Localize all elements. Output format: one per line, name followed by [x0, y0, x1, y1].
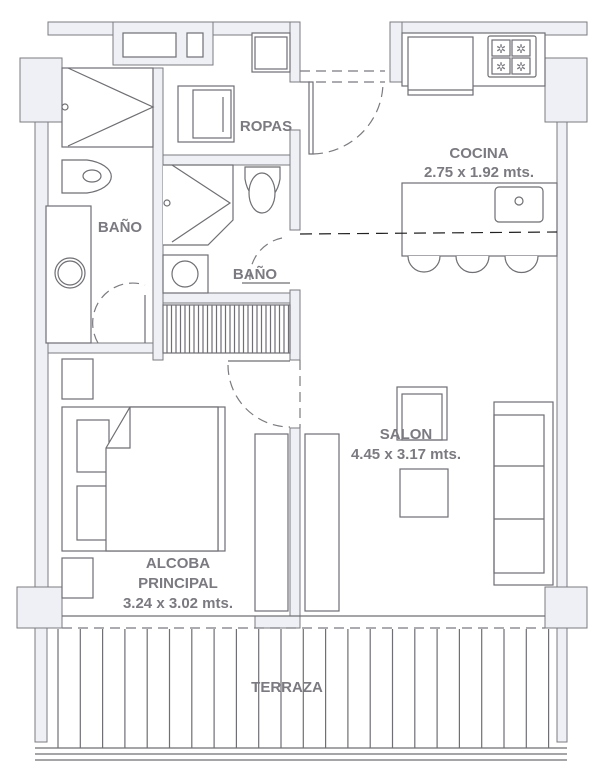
label-bano-1: BAÑO [98, 218, 142, 236]
label-alcoba-2: PRINCIPAL [138, 575, 218, 592]
stair-grille [162, 304, 291, 354]
label-cocina: COCINA [449, 145, 508, 162]
grille-frame [162, 304, 291, 354]
label-alcoba: ALCOBA [146, 555, 210, 572]
bathroom-1-fixtures [45, 67, 155, 344]
laundry-fixtures [177, 32, 385, 155]
svg-text:✲: ✲ [496, 42, 506, 56]
svg-text:✲: ✲ [516, 60, 526, 74]
bedroom-furniture [61, 358, 301, 612]
kitchen-fixtures: ✲ ✲ ✲ ✲ [299, 32, 558, 274]
label-terraza: TERRAZA [251, 679, 323, 696]
label-alcoba-size: 3.24 x 3.02 mts. [123, 595, 233, 612]
terrace-deck [35, 629, 567, 761]
label-ropas: ROPAS [240, 118, 292, 135]
label-cocina-size: 2.75 x 1.92 mts. [424, 164, 534, 181]
svg-text:✲: ✲ [516, 42, 526, 56]
label-salon-size: 4.45 x 3.17 mts. [351, 446, 461, 463]
room-labels: ROPAS COCINA 2.75 x 1.92 mts. BAÑO BAÑO … [98, 118, 534, 696]
label-bano-2: BAÑO [233, 265, 277, 283]
living-furniture [304, 386, 554, 612]
label-salon: SALON [380, 426, 433, 443]
svg-text:✲: ✲ [496, 60, 506, 74]
bathroom-2-fixtures [162, 164, 290, 294]
